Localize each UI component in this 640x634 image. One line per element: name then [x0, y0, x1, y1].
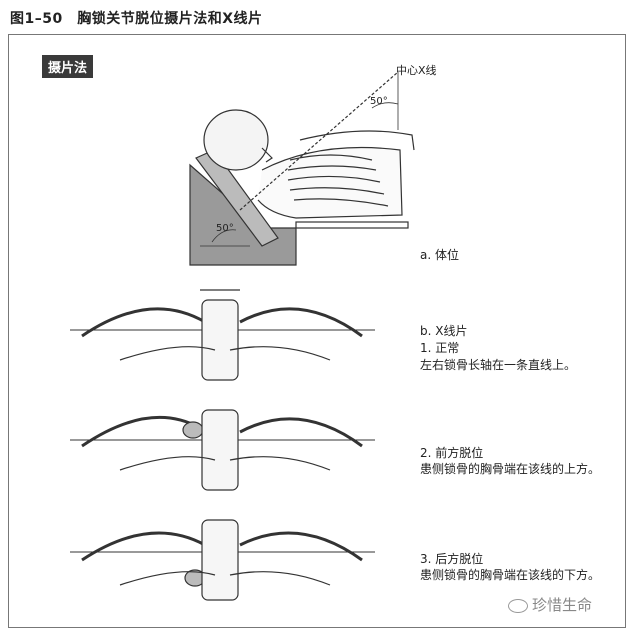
figure-frame — [8, 34, 626, 628]
angle-top-label: 50° — [370, 96, 388, 107]
xray-anterior — [70, 409, 375, 491]
xray-normal — [70, 289, 375, 381]
case-normal-title: 1. 正常 — [420, 341, 460, 355]
figure-title: 图1–50 胸锁关节脱位摄片法和X线片 — [10, 11, 263, 27]
wechat-icon — [508, 598, 528, 613]
case-anterior-title: 2. 前方脱位 — [420, 446, 484, 460]
watermark-text: 珍惜生命 — [532, 596, 593, 614]
case-posterior-title: 3. 后方脱位 — [420, 552, 484, 566]
case-posterior-desc: 患侧锁骨的胸骨端在该线的下方。 — [420, 568, 601, 582]
xray-posterior — [70, 519, 375, 601]
central-ray-label: 中心X线 — [396, 64, 437, 77]
watermark: 珍惜生命 — [508, 594, 592, 615]
panel-b-label: b. X线片 — [420, 324, 468, 338]
case-normal-desc: 左右锁骨长轴在一条直线上。 — [420, 358, 577, 372]
positioning-illustration — [189, 71, 415, 266]
angle-bottom-label: 50° — [216, 223, 234, 234]
case-anterior-desc: 患侧锁骨的胸骨端在该线的上方。 — [420, 462, 601, 476]
panel-a-label: a. 体位 — [420, 248, 459, 262]
method-tag: 摄片法 — [42, 55, 94, 78]
